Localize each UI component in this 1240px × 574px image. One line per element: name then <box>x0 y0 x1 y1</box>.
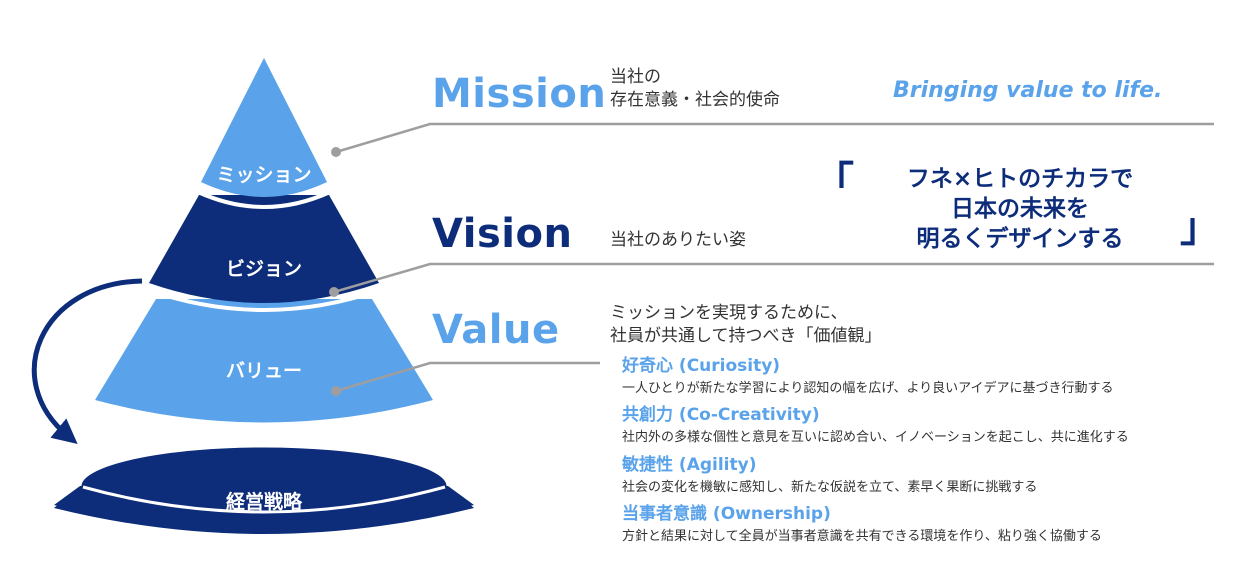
value-description-line2: 社員が共通して持つべき「価値観」 <box>610 325 882 346</box>
vision-quote: フネ×ヒトのチカラで 日本の未来を 明るくデザインする <box>860 165 1180 255</box>
pyramid-separator-1 <box>197 190 331 209</box>
vision-quote-line2: 日本の未来を <box>951 195 1089 222</box>
pyramid-label-base: 経営戦略 <box>225 491 302 513</box>
value-item: 敏捷性 (Agility) 社会の変化を機敏に感知し、新たな仮説を立て、素早く果… <box>622 457 1222 506</box>
vision-bracket-open: 「 <box>814 159 854 205</box>
value-item-description: 社内外の多様な個性と意見を互いに認め合い、イノベーションを起こし、共に進化する <box>622 430 1129 445</box>
pyramid-label-value: バリュー <box>225 360 302 382</box>
value-item-title: 好奇心 (Curiosity) <box>622 356 781 376</box>
mission-description: 当社の 存在意義・社会的使命 <box>610 66 780 112</box>
vision-connector <box>329 262 1214 297</box>
value-item: 共創力 (Co-Creativity) 社内外の多様な個性と意見を互いに認め合い… <box>622 407 1222 457</box>
vision-quote-line3: 明るくデザインする <box>916 225 1124 252</box>
vision-heading: Vision <box>432 211 573 257</box>
pyramid-label-vision: ビジョン <box>225 258 302 280</box>
pyramid-base-separator <box>82 485 446 514</box>
mission-heading: Mission <box>432 71 607 117</box>
pyramid-vision-tier <box>149 195 379 303</box>
value-item: 当事者意識 (Ownership) 方針と結果に対して全員が当事者意識を共有でき… <box>622 506 1222 555</box>
pyramid-mission-tier <box>201 58 327 197</box>
mission-tagline: Bringing value to life. <box>893 78 1163 103</box>
value-items-list: 好奇心 (Curiosity) 一人ひとりが新たな学習により認知の幅を広げ、より… <box>622 358 1222 555</box>
vision-description: 当社のありたい姿 <box>610 230 746 250</box>
value-item-description: 一人ひとりが新たな学習により認知の幅を広げ、より良いアイデアに基づき行動する <box>622 381 1114 396</box>
value-description-line1: ミッションを実現するために、 <box>610 303 848 323</box>
value-item-title: 共創力 (Co-Creativity) <box>622 405 820 425</box>
value-item-title: 敏捷性 (Agility) <box>622 455 757 475</box>
value-item: 好奇心 (Curiosity) 一人ひとりが新たな学習により認知の幅を広げ、より… <box>622 358 1222 407</box>
value-description: ミッションを実現するために、 社員が共通して持つべき「価値観」 <box>610 302 882 348</box>
value-connector <box>331 361 600 396</box>
value-item-description: 方針と結果に対して全員が当事者意識を共有できる環境を作り、粘り強く協働する <box>622 529 1102 544</box>
value-heading: Value <box>432 307 560 353</box>
value-item-description: 社会の変化を機敏に感知し、新たな仮説を立て、素早く果断に挑戦する <box>622 480 1038 495</box>
vision-quote-line1: フネ×ヒトのチカラで <box>906 166 1134 192</box>
pyramid-value-tier <box>95 299 433 423</box>
pyramid-label-mission: ミッション <box>216 164 312 186</box>
mission-connector <box>331 122 1214 157</box>
mission-description-line1: 当社の <box>610 67 661 87</box>
vision-bracket-close: 」 <box>1180 205 1220 251</box>
value-item-title: 当事者意識 (Ownership) <box>622 504 831 524</box>
pyramid-base-body <box>54 486 474 534</box>
mission-description-line2: 存在意義・社会的使命 <box>610 89 780 110</box>
pyramid-separator-2 <box>147 288 381 312</box>
curved-arrow <box>31 278 143 444</box>
